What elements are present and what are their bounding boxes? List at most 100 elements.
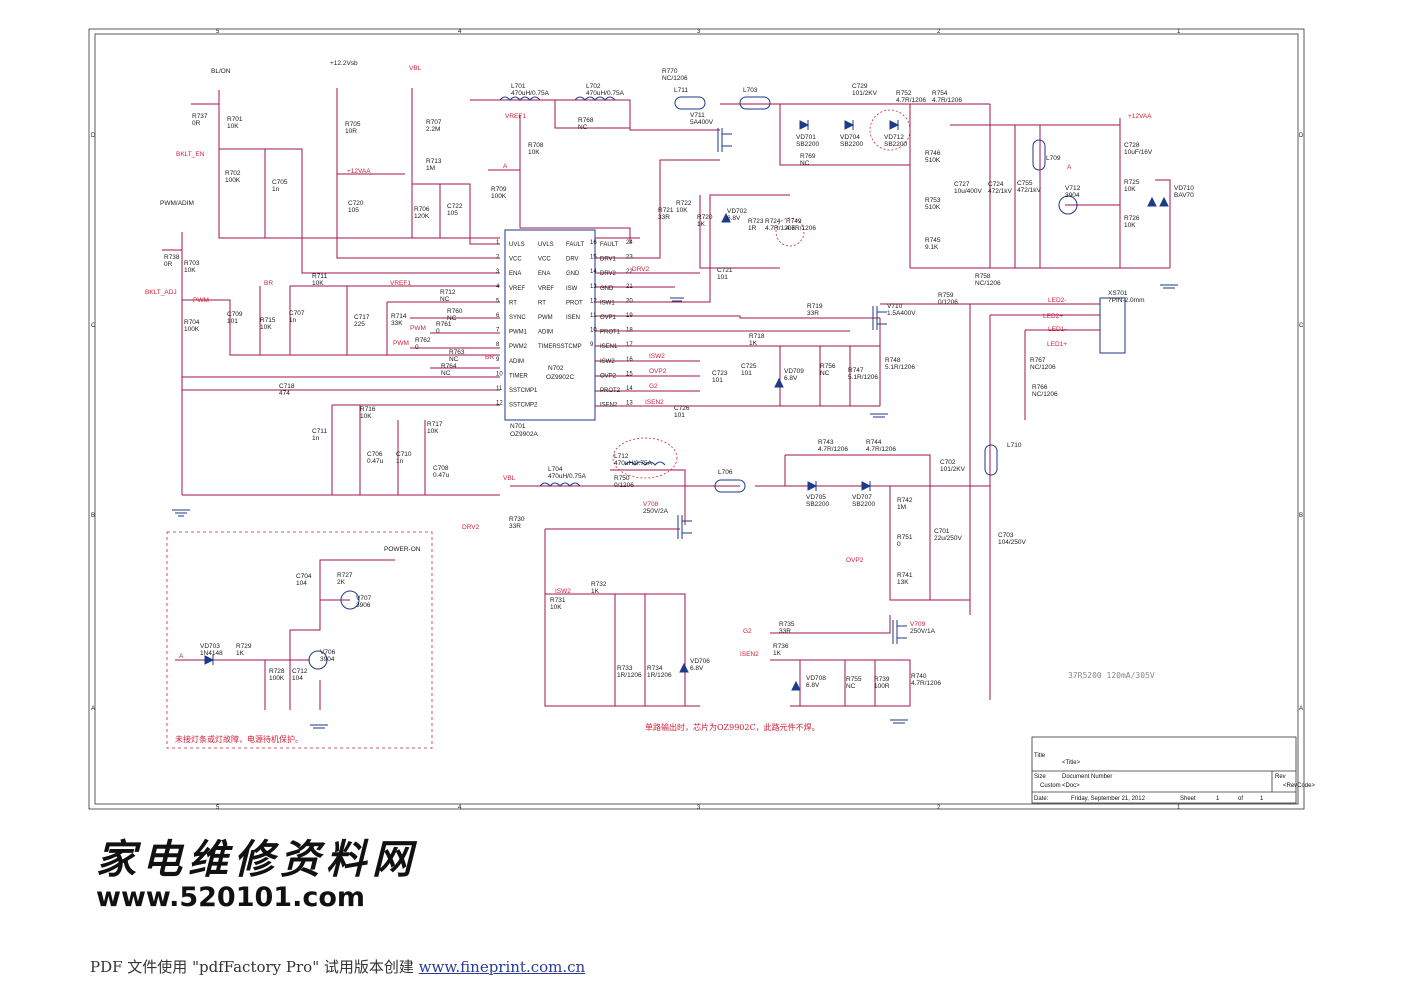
row-label: A <box>91 706 95 712</box>
protection-note: 未接灯条或灯故障，电源待机保护。 <box>175 734 303 744</box>
part-value: 104 <box>296 580 307 587</box>
part-value: 33R <box>509 523 521 530</box>
part-designator: C755 <box>1017 180 1033 187</box>
net-label: +12VAA <box>347 168 371 175</box>
part-designator: R708 <box>528 142 544 149</box>
net-label: LED2- <box>1048 297 1066 304</box>
part-value: NC <box>820 370 830 377</box>
part-designator: R762 <box>415 337 431 344</box>
net-label: PWM/ADIM <box>160 200 194 207</box>
part-designator: R754 <box>932 90 948 97</box>
part-designator: R767 <box>1030 357 1046 364</box>
part-designator: R758 <box>975 273 991 280</box>
row-label: C <box>1299 323 1304 329</box>
ic-part: OZ9902A <box>510 431 538 438</box>
part-value: 1R <box>748 225 757 232</box>
part-value: 101/2KV <box>940 466 966 473</box>
part-designator: R761 <box>436 321 452 328</box>
part-designator: L703 <box>743 87 758 94</box>
row-label: A <box>1299 706 1303 712</box>
part-designator: C723 <box>712 370 728 377</box>
part-value: 1K <box>591 588 600 595</box>
part-designator: R730 <box>509 516 525 523</box>
ic-part: OZ9902C <box>546 374 574 381</box>
ic-pin-number: 16 <box>626 357 633 363</box>
part-designator: VD708 <box>806 675 826 682</box>
transistors <box>308 128 1078 670</box>
tb-size-value: Custom <box>1040 783 1061 789</box>
part-designator: L711 <box>674 87 688 94</box>
ic-pin-number: 11 <box>496 386 503 392</box>
ic-pin-number: 7 <box>496 328 500 334</box>
part-value: 0R <box>164 261 173 268</box>
part-designator: R728 <box>269 668 285 675</box>
part-designator: R702 <box>225 170 241 177</box>
part-value: 104/250V <box>998 539 1026 546</box>
net-label: BKLT_ADJ <box>145 289 177 296</box>
part-value: NC <box>846 683 856 690</box>
ic-pin-number: 13 <box>626 401 633 407</box>
part-value: 33R <box>658 214 670 221</box>
part-value: 1M <box>426 165 435 172</box>
ic-inner-number: 16 <box>590 240 597 246</box>
ic-ref: N701 <box>510 423 526 430</box>
part-designator: C727 <box>954 181 970 188</box>
net-label: BR <box>264 280 273 287</box>
part-value: 0/1206 <box>614 482 634 489</box>
part-designator: R717 <box>427 421 443 428</box>
part-value: 120K <box>414 213 430 220</box>
part-designator: R734 <box>647 665 663 672</box>
part-value: 6.8V <box>727 215 741 222</box>
part-value: 10K <box>427 428 439 435</box>
part-designator: C704 <box>296 573 312 580</box>
ic-pin-name: ISW1 <box>600 300 615 306</box>
ic-pin-number: 10 <box>496 371 503 377</box>
part-value: 10K <box>360 413 372 420</box>
part-value: 1.5A400V <box>887 310 916 317</box>
part-designator: R715 <box>260 317 276 324</box>
col-label: 3 <box>697 29 701 35</box>
part-value: 10u/400V <box>954 188 982 195</box>
part-designator: L706 <box>718 469 733 476</box>
part-designator: C712 <box>292 668 308 675</box>
connector-xs701 <box>1099 297 1126 354</box>
part-designator: C708 <box>433 465 449 472</box>
part-value: 2.2M <box>426 126 440 133</box>
part-designator: VD701 <box>796 134 816 141</box>
wiring <box>162 88 1171 710</box>
ic-pin-number: 22 <box>626 269 633 275</box>
part-value: 5A400V <box>690 119 714 126</box>
part-designator: C711 <box>312 428 327 435</box>
ic-pin-number: 18 <box>626 328 633 334</box>
part-value: 10R <box>345 128 357 135</box>
diodes <box>204 120 1169 691</box>
col-label: 1 <box>1177 805 1181 811</box>
ic-pin-name: VREF <box>509 286 525 292</box>
part-designator: C717 <box>354 314 370 321</box>
part-value: 101 <box>227 318 238 325</box>
footer-link[interactable]: www.fineprint.com.cn <box>418 958 586 976</box>
net-label: +12VAA <box>1128 113 1152 120</box>
part-designator: L702 <box>586 83 601 90</box>
part-designator: L704 <box>548 466 563 473</box>
ic-inner-label: RT <box>538 300 546 306</box>
net-label: A <box>1067 164 1072 171</box>
ic-inner-pins: UVLSVCCENAVREFRTPWMADIMTIMERSSTCMPFAULTD… <box>538 240 597 350</box>
part-value: 104 <box>292 675 303 682</box>
part-value: 510K <box>925 204 941 211</box>
part-value: BAV70 <box>1174 192 1194 199</box>
annotations <box>166 109 911 749</box>
ic-inner-label: ENA <box>538 271 550 277</box>
part-designator: C720 <box>348 200 364 207</box>
part-value: 4.7R/1206 <box>911 680 941 687</box>
net-label: OVP2 <box>846 557 864 564</box>
part-designator: C705 <box>272 179 288 186</box>
col-label: 4 <box>458 29 462 35</box>
row-label: D <box>91 133 96 139</box>
tb-sheet-label: Sheet <box>1180 796 1196 802</box>
part-designator: R736 <box>773 643 789 650</box>
ic-pin-name: DRV1 <box>600 257 617 263</box>
net-label: PWM <box>193 297 209 304</box>
part-designator: C701 <box>934 528 950 535</box>
